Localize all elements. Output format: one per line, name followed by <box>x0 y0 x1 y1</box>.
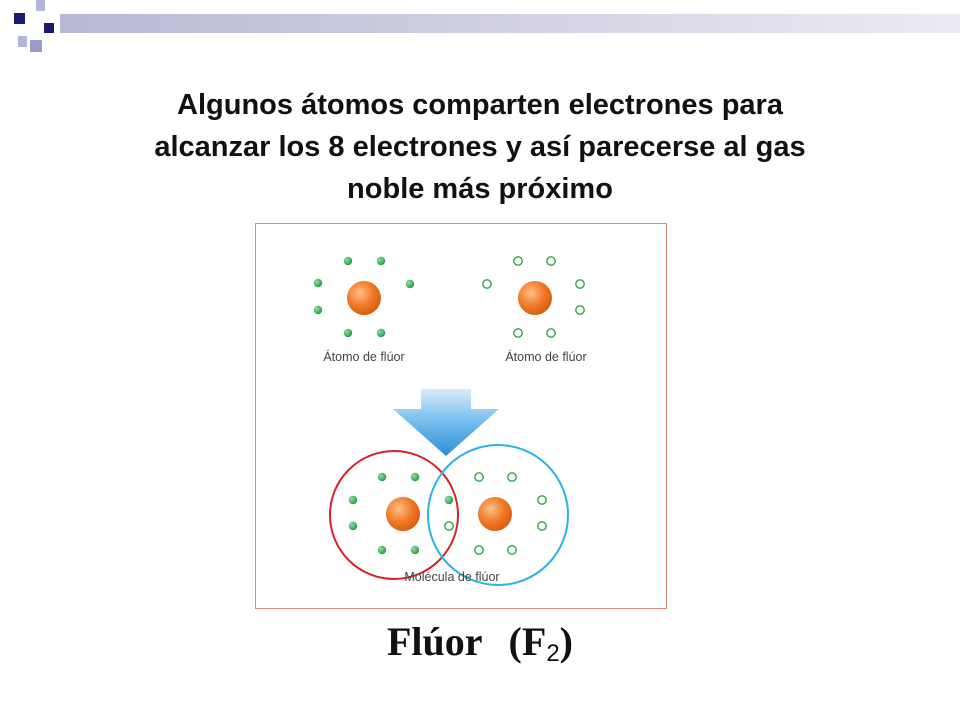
electron <box>313 278 323 288</box>
electron <box>444 495 454 505</box>
electron-hollow <box>474 545 484 555</box>
electron-hollow <box>575 279 585 289</box>
electrons-left <box>313 256 415 338</box>
down-arrow-icon <box>393 389 499 456</box>
molecule-electrons-left <box>348 472 454 555</box>
deco-bar <box>60 14 960 33</box>
molecule-nucleus-left <box>386 497 420 531</box>
title-line-1: Algunos átomos comparten electrones para <box>177 89 783 121</box>
fluorine-molecule: Molécula de flúor <box>329 444 569 586</box>
molecule-nucleus-right <box>478 497 512 531</box>
electron-hollow <box>513 256 523 266</box>
electron <box>313 305 323 315</box>
formula-subscript: 2 <box>546 640 560 667</box>
electron <box>343 328 353 338</box>
deco-square-lavender-3 <box>30 40 42 52</box>
formula-open: (F <box>508 619 547 664</box>
slide-decoration <box>14 0 960 52</box>
electron <box>410 545 420 555</box>
electron <box>377 545 387 555</box>
slide-title: Algunos átomos comparten electrones para… <box>40 84 920 210</box>
electron-hollow <box>537 495 547 505</box>
bond-circle-right <box>427 444 569 586</box>
molecule-label: Molécula de flúor <box>404 570 499 584</box>
atom-left-label: Átomo de flúor <box>323 349 404 364</box>
deco-square-lavender-1 <box>36 0 45 11</box>
electron <box>343 256 353 266</box>
electron <box>377 472 387 482</box>
deco-square-lavender-2 <box>18 36 27 47</box>
deco-square-navy-1 <box>14 13 25 24</box>
formula-close: ) <box>559 619 573 664</box>
electron <box>376 256 386 266</box>
electron-hollow <box>474 472 484 482</box>
deco-square-navy-2 <box>44 23 54 33</box>
electron <box>348 521 358 531</box>
formula-name: Flúor <box>387 619 483 664</box>
fluorine-bond-diagram: Átomo de flúor Átomo de flúor <box>313 256 587 586</box>
fluorine-atom-right: Átomo de flúor <box>482 256 587 364</box>
electron-hollow <box>546 328 556 338</box>
electron-hollow <box>575 305 585 315</box>
fluorine-atom-left: Átomo de flúor <box>313 256 415 364</box>
nucleus-left <box>347 281 381 315</box>
diagram-frame: Átomo de flúor Átomo de flúor <box>255 223 667 609</box>
nucleus-right <box>518 281 552 315</box>
electron-hollow <box>507 545 517 555</box>
title-line-3: noble más próximo <box>347 173 613 205</box>
bond-circle-left <box>329 450 459 580</box>
electron <box>376 328 386 338</box>
electron-hollow <box>546 256 556 266</box>
electrons-right <box>482 256 585 338</box>
title-line-2: alcanzar los 8 electrones y así parecers… <box>154 131 806 163</box>
molecule-electrons-right <box>444 472 547 555</box>
formula-caption: Flúor (F2) <box>0 617 960 679</box>
electron-hollow <box>482 279 492 289</box>
electron-hollow <box>513 328 523 338</box>
electron <box>410 472 420 482</box>
electron-hollow <box>507 472 517 482</box>
atom-right-label: Átomo de flúor <box>505 349 586 364</box>
electron <box>405 279 415 289</box>
electron-hollow <box>537 521 547 531</box>
electron-hollow <box>444 521 454 531</box>
electron <box>348 495 358 505</box>
